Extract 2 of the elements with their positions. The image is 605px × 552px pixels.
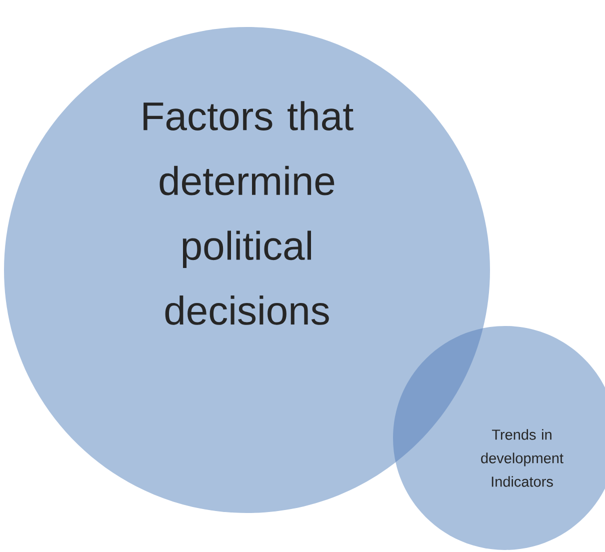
circle-label: Trends in development Indicators (481, 429, 564, 487)
circle-label: Factors that determine political decisions (144, 101, 354, 325)
